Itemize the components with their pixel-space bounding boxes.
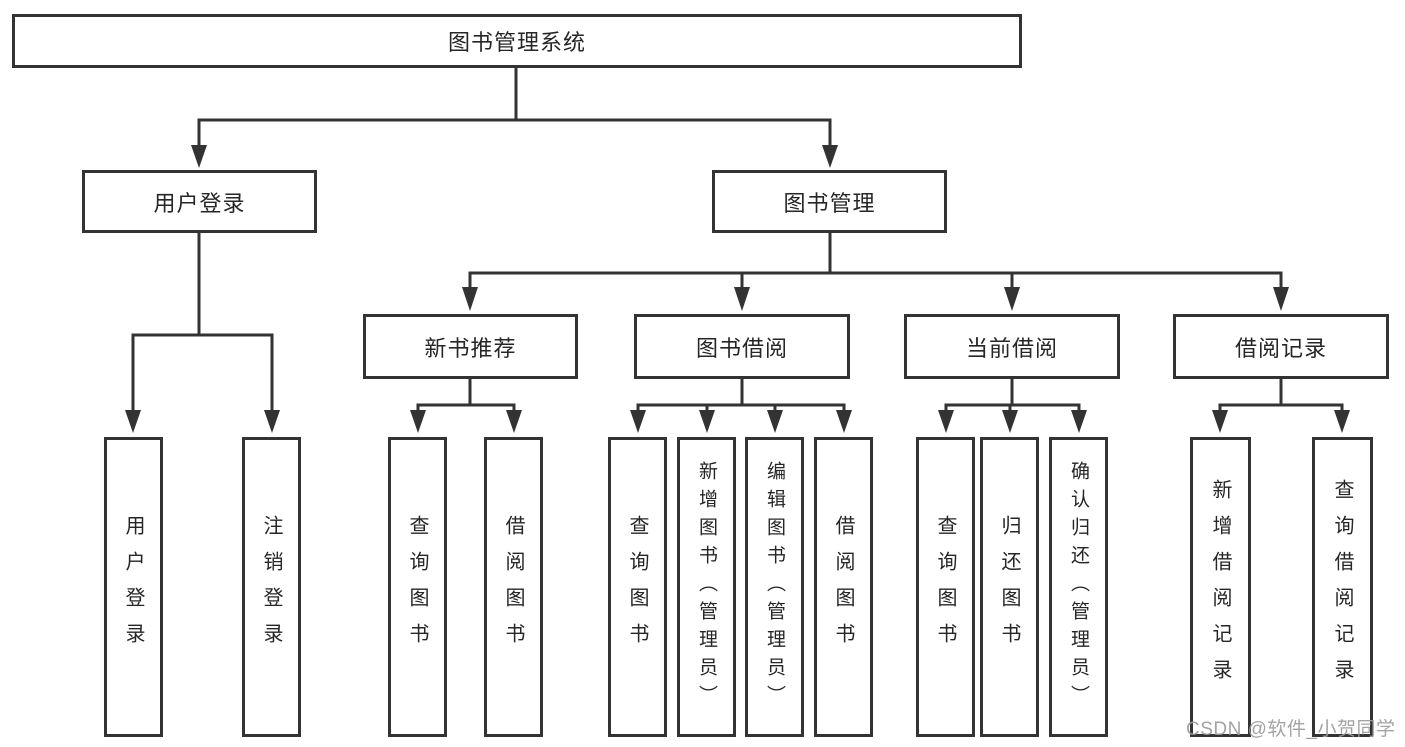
leaf-user-login: 用户登录 xyxy=(104,437,163,737)
csdn-watermark: CSDN @软件_小贺同学 xyxy=(1186,719,1396,740)
leaf-query-books-borrow: 查询图书 xyxy=(608,437,667,737)
node-current-borrow: 当前借阅 xyxy=(904,314,1120,379)
leaf-query-books-current: 查询图书 xyxy=(916,437,975,737)
node-root: 图书管理系统 xyxy=(12,14,1022,68)
node-user-login: 用户登录 xyxy=(82,170,317,233)
leaf-add-borrow-record: 新增借阅记录 xyxy=(1190,437,1251,737)
node-book-management: 图书管理 xyxy=(712,170,947,233)
leaf-edit-book-admin: 编辑图书（管理员） xyxy=(745,437,804,737)
node-borrow-records: 借阅记录 xyxy=(1173,314,1389,379)
node-book-borrow: 图书借阅 xyxy=(634,314,850,379)
leaf-logout: 注销登录 xyxy=(242,437,301,737)
leaf-borrow-books-recommend: 借阅图书 xyxy=(484,437,543,737)
leaf-query-books-recommend: 查询图书 xyxy=(388,437,447,737)
leaf-add-book-admin: 新增图书（管理员） xyxy=(677,437,736,737)
leaf-confirm-return-admin: 确认归还（管理员） xyxy=(1049,437,1108,737)
leaf-return-book: 归还图书 xyxy=(980,437,1039,737)
node-new-book-recommend: 新书推荐 xyxy=(363,314,578,379)
leaf-borrow-books-borrow: 借阅图书 xyxy=(814,437,873,737)
leaf-query-borrow-record: 查询借阅记录 xyxy=(1312,437,1373,737)
